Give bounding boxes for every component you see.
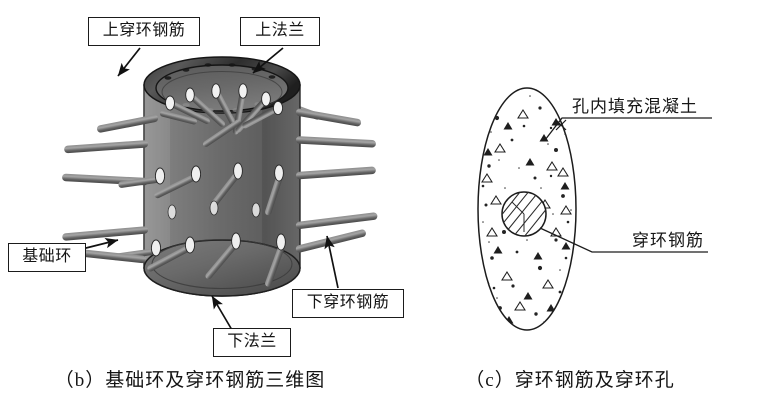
leader-lines-panel-c	[539, 117, 712, 253]
rebar-bar	[295, 229, 366, 253]
label-lower-through-ring-rebar: 下穿环钢筋	[292, 289, 404, 318]
label-foundation-ring: 基础环	[8, 243, 86, 272]
rebar-bar	[70, 248, 147, 264]
rebar-center-marks	[511, 201, 525, 232]
caption-panel-c: （c）穿环钢筋及穿环孔	[465, 370, 675, 391]
leader-tick-mark	[555, 119, 567, 131]
panel-c-drawing	[477, 87, 712, 331]
label-text: 下穿环钢筋	[306, 294, 390, 311]
rebar-bar	[295, 212, 378, 230]
leader-lower-rebar	[324, 235, 339, 289]
ring-bore-lip	[161, 71, 283, 113]
rebar-bar	[64, 140, 148, 154]
label-text: 基础环	[22, 248, 72, 265]
leader-upper-rebar	[117, 47, 141, 77]
label-upper-flange: 上法兰	[240, 17, 320, 46]
leader-upper-flange	[252, 47, 284, 74]
rebar-group-upper-external	[62, 108, 376, 186]
leader-concrete	[544, 117, 712, 141]
rebar-bar	[296, 136, 376, 148]
label-text: 上穿环钢筋	[102, 22, 186, 39]
rebar-bar	[295, 108, 362, 127]
label-hole-filled-concrete: 孔内填充混凝土	[572, 97, 698, 116]
rebar-bar	[97, 114, 159, 133]
caption-panel-b: （b）基础环及穿环钢筋三维图	[54, 370, 326, 391]
label-through-ring-rebar: 穿环钢筋	[632, 231, 704, 250]
leader-rebar	[539, 227, 708, 253]
rebar-group-front-upper	[118, 162, 284, 216]
leader-lower-flange	[211, 295, 233, 331]
label-text: 下法兰	[227, 333, 277, 350]
rebar-group-inside-top	[159, 83, 284, 147]
label-lower-flange: 下法兰	[213, 328, 291, 357]
concrete-aggregate-pattern	[480, 95, 572, 329]
rebar-bar	[295, 166, 376, 180]
rebar-bar	[62, 226, 148, 241]
sleeve-marks	[167, 200, 261, 220]
label-text: 上法兰	[255, 22, 305, 39]
label-upper-through-ring-rebar: 上穿环钢筋	[88, 17, 200, 46]
panel-b-drawing	[62, 47, 378, 331]
